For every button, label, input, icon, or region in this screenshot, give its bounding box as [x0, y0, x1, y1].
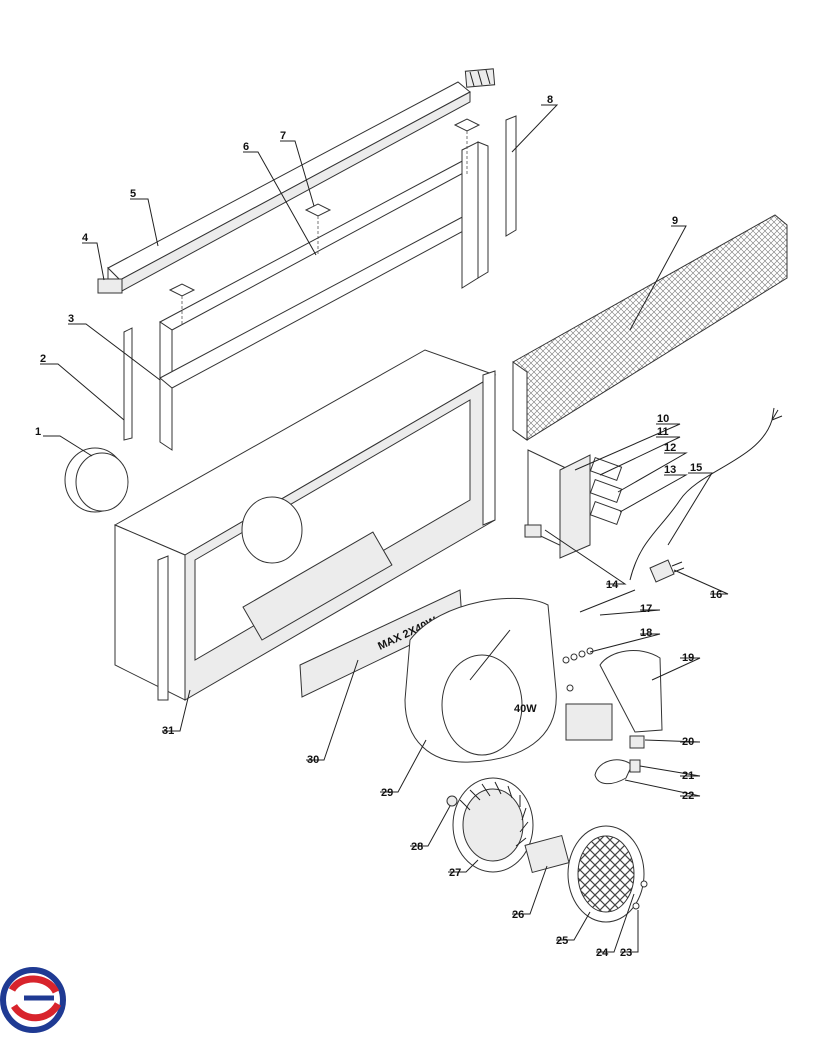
callout-3: 3	[68, 313, 74, 325]
part-duct-ring	[64, 447, 129, 513]
callout-21: 21	[682, 770, 694, 782]
leader-lines	[40, 104, 729, 953]
part-control-box	[524, 449, 623, 559]
part-bulb	[594, 759, 641, 785]
callout-4: 4	[82, 232, 89, 244]
callout-10: 10	[657, 413, 669, 425]
callout-23: 23	[620, 947, 632, 959]
callout-14: 14	[606, 579, 619, 591]
callout-15: 15	[690, 462, 702, 474]
callout-19: 19	[682, 652, 694, 664]
callout-2: 2	[40, 353, 46, 365]
part-light-plate	[599, 650, 663, 733]
part-fan-grill	[567, 825, 648, 923]
part-end-cap	[97, 278, 123, 294]
callout-11: 11	[657, 426, 669, 438]
part-clip	[629, 735, 645, 749]
callout-24: 24	[596, 947, 609, 959]
callout-27: 27	[449, 867, 461, 879]
part-grease-filter	[512, 214, 788, 441]
callout-8: 8	[547, 94, 553, 106]
callout-labels: 1 2 3 4 5 6 7 8 9 10 11 12 13 15 14 16 1…	[35, 94, 722, 959]
callout-31: 31	[162, 725, 174, 737]
callout-18: 18	[640, 627, 652, 639]
part-frame	[159, 118, 489, 451]
callout-25: 25	[556, 935, 568, 947]
callout-20: 20	[682, 736, 694, 748]
callout-30: 30	[307, 754, 319, 766]
callout-13: 13	[664, 464, 676, 476]
part-main-body	[113, 349, 497, 701]
callout-29: 29	[381, 787, 393, 799]
callout-17: 17	[640, 603, 652, 615]
callout-6: 6	[243, 141, 249, 153]
callout-5: 5	[130, 188, 136, 200]
part-lamp-holder	[565, 703, 613, 741]
callout-28: 28	[411, 841, 423, 853]
callout-1: 1	[35, 426, 41, 438]
callout-9: 9	[672, 215, 678, 227]
part-fan-housing: 40W	[404, 597, 557, 763]
callout-16: 16	[710, 589, 722, 601]
part-small-fittings	[446, 589, 636, 807]
callout-12: 12	[664, 442, 676, 454]
part-side-rail-left	[123, 327, 133, 441]
part-impeller	[452, 777, 534, 873]
brand-logo-icon	[0, 967, 66, 1033]
callout-22: 22	[682, 790, 694, 802]
fan-marking: 40W	[514, 703, 537, 715]
part-side-rail-right	[505, 115, 517, 237]
callout-7: 7	[280, 130, 286, 142]
callout-26: 26	[512, 909, 524, 921]
part-top-channel	[107, 68, 496, 294]
part-capacitor	[524, 834, 570, 874]
part-power-cable	[629, 407, 783, 583]
